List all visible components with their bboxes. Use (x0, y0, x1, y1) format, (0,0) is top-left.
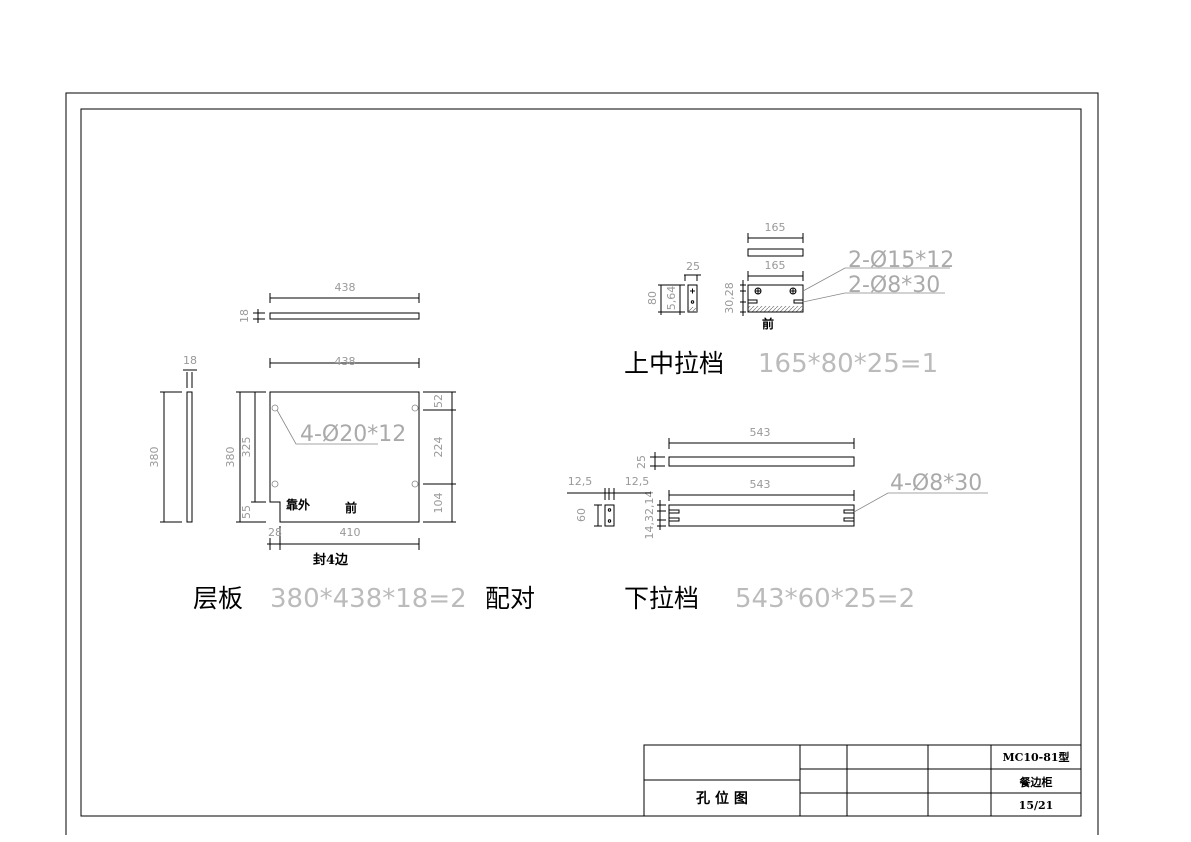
title-block: 孔 位 图 MC10-81型 餐边柜 15/21 (643, 744, 1082, 817)
lower-rail-dims-front-v: 14,32,14 (643, 491, 656, 540)
shelf-drawing: 438 18 18 380 4-Ø20*12 380 325 55 438 52… (148, 281, 456, 568)
shelf-hole-label: 4-Ø20*12 (300, 422, 406, 447)
upper-rail-dims-side-w: 25 (686, 260, 700, 273)
shelf-outer-label: 靠外 (286, 497, 310, 512)
shelf-dims-notch-w: 28 (268, 526, 282, 539)
upper-rail-dims-front-v: 30,28 (723, 282, 736, 314)
upper-rail-title: 上中拉档 (624, 349, 724, 378)
shelf-dims-r104: 104 (432, 493, 445, 514)
lower-rail-dims-top-thk: 25 (635, 455, 648, 469)
shelf-dims-h325: 325 (240, 437, 253, 458)
inner-border (80, 108, 1082, 817)
shelf-pair-label: 配对 (485, 584, 535, 613)
sheet-number: 15/21 (1019, 799, 1054, 812)
shelf-dims-notch-h: 55 (240, 505, 253, 519)
upper-rail-front-label: 前 (762, 316, 774, 331)
lower-rail-hole-label: 4-Ø8*30 (890, 471, 982, 496)
upper-rail-dims-front-len: 165 (765, 259, 786, 272)
lower-rail-dims-off1: 12,5 (568, 475, 593, 488)
shelf-dims-r224: 224 (432, 437, 445, 458)
shelf-dims-w410: 410 (340, 526, 361, 539)
shelf-dims-h380: 380 (224, 447, 237, 468)
lower-rail-spec: 543*60*25=2 (735, 584, 915, 614)
lower-rail-dims-side-h: 60 (575, 508, 588, 522)
upper-rail-dims-top-len: 165 (765, 221, 786, 234)
upper-rail-spec: 165*80*25=1 (758, 349, 938, 379)
shelf-dims-r52: 52 (432, 394, 445, 408)
shelf-front-label: 前 (345, 500, 357, 515)
shelf-dims-top-len: 438 (335, 281, 356, 294)
shelf-dims-side-h: 380 (148, 447, 161, 468)
lower-rail-dims-off2: 12,5 (625, 475, 650, 488)
upper-rail-dims-side-h: 80 (646, 291, 659, 305)
product-name: 餐边柜 (1019, 775, 1053, 789)
shelf-title: 层板 (193, 584, 243, 613)
upper-rail-label2: 2-Ø8*30 (848, 273, 940, 298)
shelf-front-view (269, 391, 420, 523)
lower-rail-dims-top-len: 543 (750, 426, 771, 439)
shelf-dims-top-thk: 18 (238, 309, 251, 323)
lower-rail-drawing: 543 25 543 4-Ø8*30 14,32,14 12,5 12,5 60 (567, 426, 988, 539)
shelf-edge-label: 封4边 (313, 552, 349, 568)
shelf-spec: 380*438*18=2 (270, 584, 467, 614)
upper-rail-drawing: 165 165 2-Ø15*12 2-Ø8*30 30,28 前 25 80 5… (646, 221, 954, 331)
model-number: MC10-81型 (1002, 750, 1069, 764)
drawing-name: 孔 位 图 (696, 790, 748, 807)
upper-rail-dims-side-inner: 5,64 (665, 286, 678, 311)
shelf-dims-side-thk: 18 (183, 354, 197, 367)
outer-border (65, 92, 1099, 835)
upper-rail-label1: 2-Ø15*12 (848, 248, 954, 273)
lower-rail-dims-front-len: 543 (750, 478, 771, 491)
shelf-side-view (186, 391, 193, 523)
lower-rail-title: 下拉档 (624, 584, 699, 613)
shelf-dims-front-w: 438 (335, 355, 356, 368)
shelf-top-view (269, 312, 420, 320)
